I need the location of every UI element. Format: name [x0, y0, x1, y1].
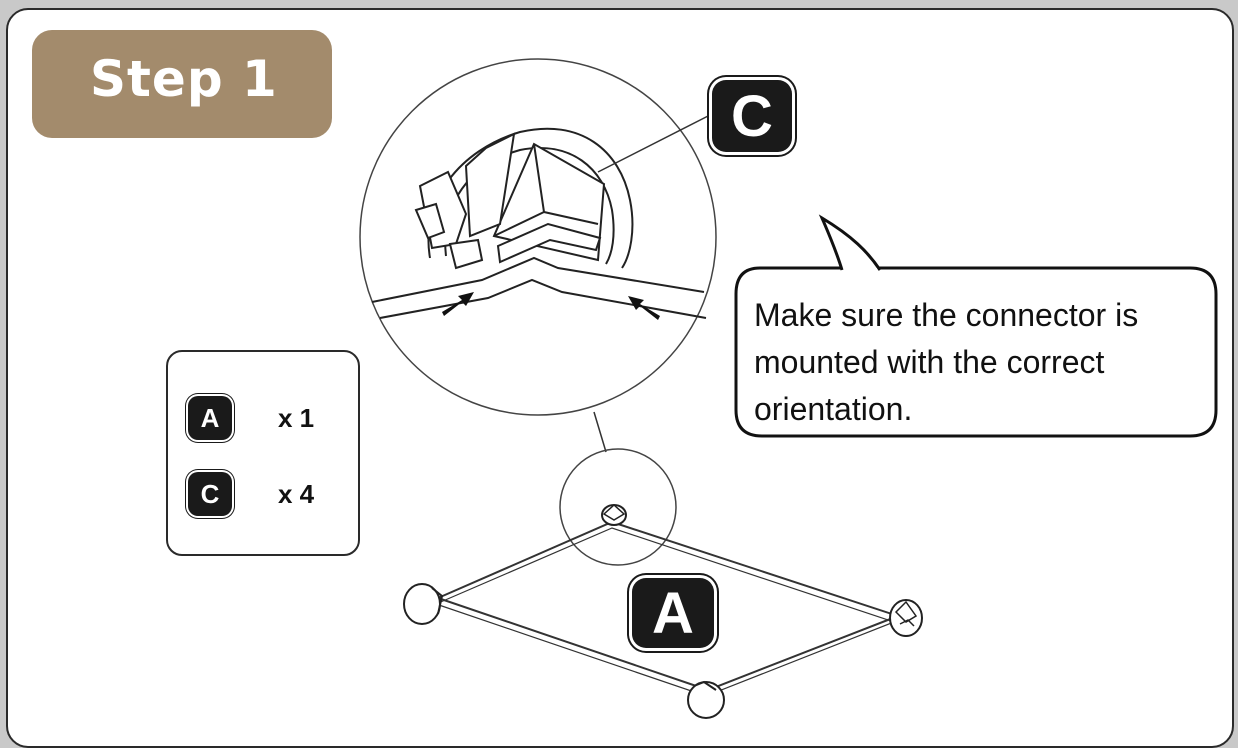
- arrow-right-icon: [628, 296, 660, 320]
- part-label-c: C: [188, 472, 232, 516]
- speech-bubble-tail: [818, 214, 882, 271]
- parts-list: A x 1 C x 4: [166, 350, 360, 556]
- connector-right: [889, 599, 923, 637]
- part-label-a: A: [188, 396, 232, 440]
- zoom-leader-line: [593, 411, 607, 453]
- step-title: Step 1: [90, 50, 278, 108]
- label-c-leader: [597, 113, 713, 173]
- speech-bubble: [734, 266, 1218, 438]
- step-badge: Step 1: [32, 30, 332, 138]
- frame-label-a: A: [632, 578, 714, 648]
- part-quantity-c: x 4: [278, 478, 315, 509]
- callout-line-3: orientation.: [754, 391, 913, 427]
- part-row-c: C x 4: [188, 472, 314, 516]
- assembly-illustration: [359, 58, 1218, 719]
- callout-line-1: Make sure the connector is: [754, 297, 1139, 333]
- callout-text: Make sure the connector is mounted with …: [754, 292, 1204, 433]
- part-quantity-a: x 1: [278, 402, 315, 433]
- connector-label-c: C: [712, 80, 792, 152]
- connector-closeup: [371, 127, 707, 319]
- callout-line-2: mounted with the correct: [754, 344, 1105, 380]
- orientation-arrows: [442, 292, 660, 320]
- frame-connectors: [403, 503, 923, 719]
- zoom-target-circle: [559, 448, 677, 566]
- arrow-left-icon: [442, 292, 474, 316]
- part-row-a: A x 1: [188, 396, 314, 440]
- connector-bottom: [687, 681, 725, 719]
